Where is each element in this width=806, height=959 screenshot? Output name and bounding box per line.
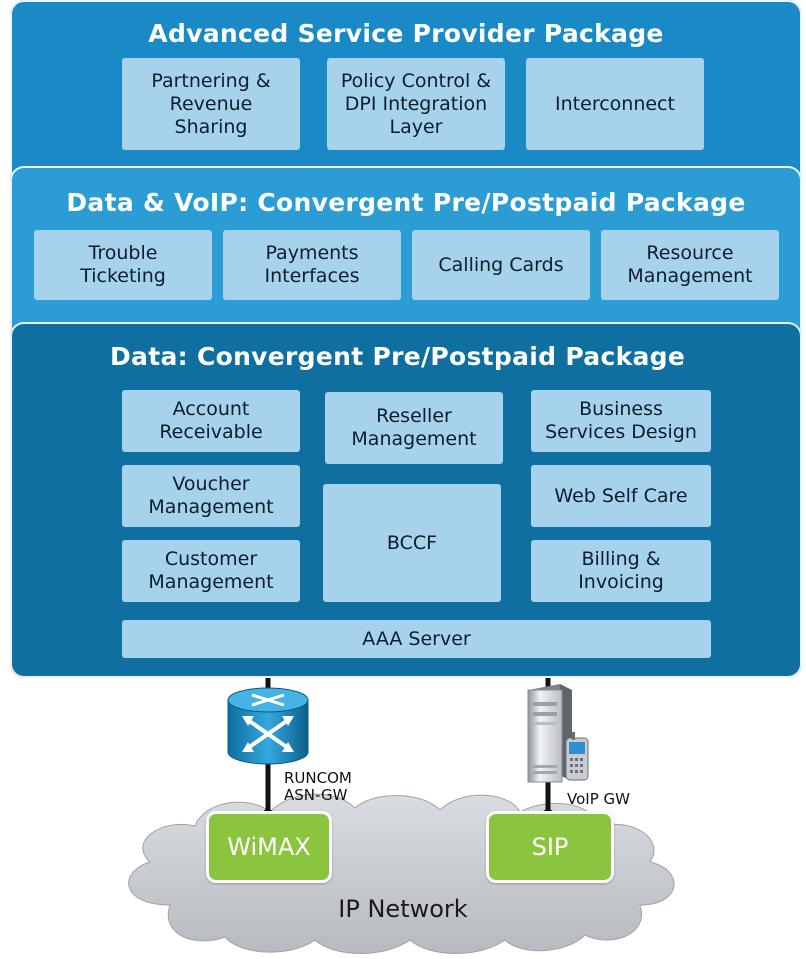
data-prepaid-title: Data: Convergent Pre/Postpaid Package (110, 342, 686, 371)
resource-management-box: Resource Management (601, 230, 779, 300)
customer-management-label: Customer Management (148, 548, 274, 593)
account-receivable-label: Account Receivable (159, 398, 263, 443)
aaa-server-box: AAA Server (122, 620, 711, 658)
advanced-service-provider-title: Advanced Service Provider Package (148, 19, 664, 48)
voucher-management-label: Voucher Management (148, 473, 274, 518)
calling-cards-box: Calling Cards (412, 230, 590, 300)
sip-node: SIP (486, 811, 614, 883)
account-receivable-box: Account Receivable (122, 390, 300, 452)
ip-network-label: IP Network (338, 895, 468, 923)
interconnect-box: Interconnect (526, 58, 704, 150)
voip-gw-label: VoIP GW (567, 790, 630, 808)
data-voip-panel: Data & VoIP: Convergent Pre/Postpaid Pac… (10, 166, 802, 352)
resource-management-label: Resource Management (627, 242, 753, 287)
wimax-label: WiMAX (227, 833, 311, 861)
wimax-node: WiMAX (206, 811, 332, 883)
advanced-service-provider-panel: Advanced Service Provider Package Partne… (10, 0, 802, 188)
router-icon (227, 687, 309, 765)
policy-control-dpi-label: Policy Control & DPI Integration Layer (340, 69, 492, 138)
server-icon (527, 684, 572, 783)
sip-label: SIP (531, 833, 569, 861)
web-self-care-box: Web Self Care (531, 465, 711, 527)
bccf-label: BCCF (386, 531, 438, 554)
aaa-server-label: AAA Server (362, 627, 471, 650)
reseller-management-box: Reseller Management (325, 392, 503, 464)
voucher-management-box: Voucher Management (122, 465, 300, 527)
billing-invoicing-box: Billing & Invoicing (531, 540, 711, 602)
customer-management-box: Customer Management (122, 540, 300, 602)
calling-cards-label: Calling Cards (438, 253, 564, 276)
partnering-revenue-sharing-box: Partnering & Revenue Sharing (122, 58, 300, 150)
business-services-design-box: Business Services Design (531, 390, 711, 452)
trouble-ticketing-label: Trouble Ticketing (80, 242, 166, 287)
business-services-design-label: Business Services Design (545, 398, 697, 443)
reseller-management-label: Reseller Management (351, 405, 477, 450)
mobile-phone-icon (565, 732, 589, 781)
bccf-box: BCCF (323, 484, 501, 602)
trouble-ticketing-box: Trouble Ticketing (34, 230, 212, 300)
data-prepaid-panel: Data: Convergent Pre/Postpaid Package Ac… (10, 322, 802, 678)
web-self-care-label: Web Self Care (554, 484, 688, 507)
policy-control-dpi-box: Policy Control & DPI Integration Layer (327, 58, 505, 150)
partnering-revenue-sharing-label: Partnering & Revenue Sharing (151, 69, 271, 138)
runcom-asn-gw-label: RUNCOM ASN-GW (284, 769, 352, 804)
data-voip-title: Data & VoIP: Convergent Pre/Postpaid Pac… (66, 188, 746, 217)
interconnect-label: Interconnect (555, 92, 675, 115)
payments-interfaces-box: Payments Interfaces (223, 230, 401, 300)
billing-invoicing-label: Billing & Invoicing (578, 548, 664, 593)
payments-interfaces-label: Payments Interfaces (264, 242, 360, 287)
